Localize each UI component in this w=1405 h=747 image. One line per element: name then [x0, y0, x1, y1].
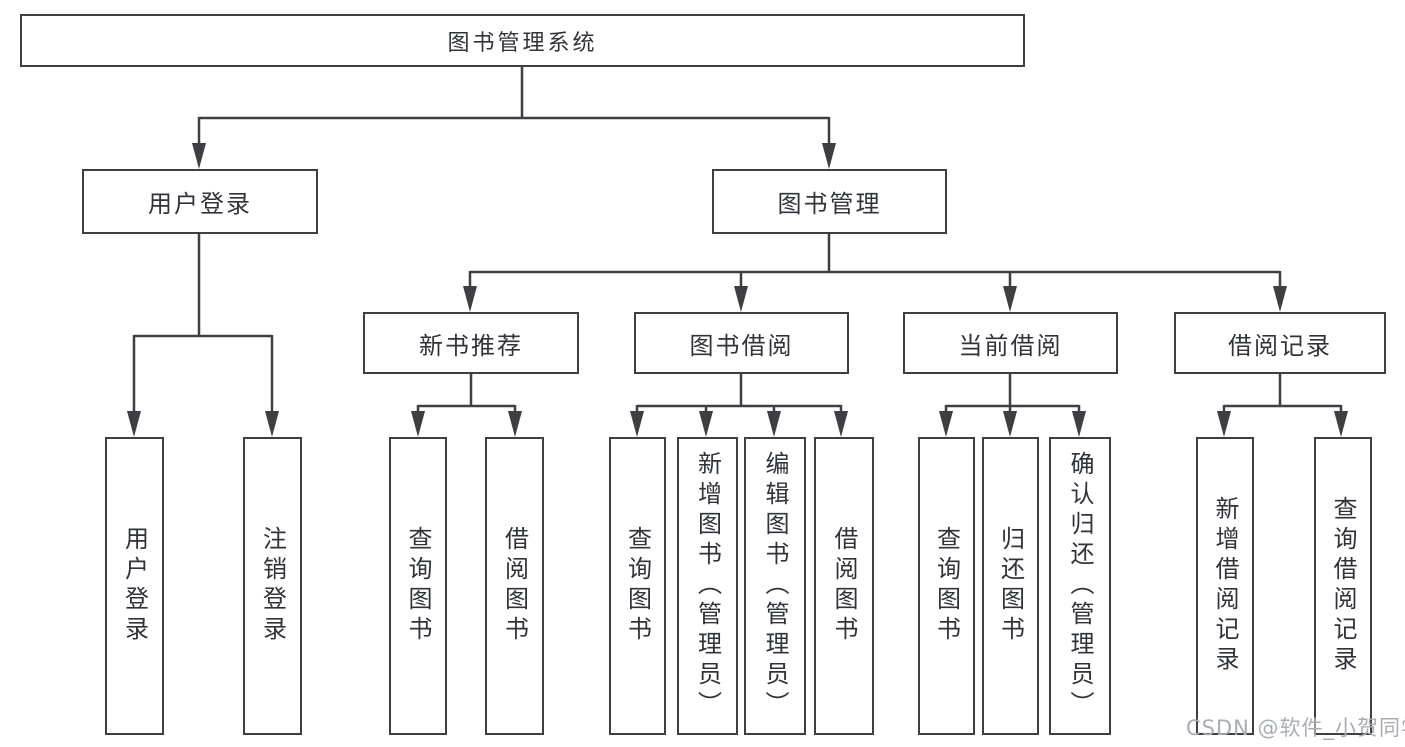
leaf-label: 注销登录	[258, 526, 287, 646]
leaf-label: 编辑图书（管理员）	[761, 451, 789, 721]
node-label: 新书推荐	[419, 331, 523, 360]
node-label: 当前借阅	[958, 331, 1063, 360]
leaf-label: 归还图书	[996, 526, 1025, 646]
arrowheads-level2	[192, 143, 836, 169]
leaf-label: 确认归还（管理员）	[1066, 451, 1094, 721]
node-borrowing-records: 借阅记录	[1174, 312, 1386, 374]
connector-borrowrecords-to-leaves	[1222, 374, 1343, 416]
leaf-label: 查询图书	[623, 526, 652, 646]
leaf-return-books: 归还图书	[982, 437, 1039, 735]
connector-bookmgmt-to-level3	[468, 234, 1282, 292]
leaf-label: 新增图书（管理员）	[693, 451, 722, 721]
leaf-add-borrow-record: 新增借阅记录	[1196, 437, 1254, 735]
leaf-query-books-borrowing: 查询图书	[609, 437, 666, 735]
leaf-query-books-recommend: 查询图书	[389, 437, 447, 735]
node-current-borrowing: 当前借阅	[903, 312, 1118, 374]
node-book-borrowing: 图书借阅	[634, 312, 849, 374]
leaf-label: 查询借阅记录	[1329, 496, 1357, 676]
connector-root-to-level2	[197, 67, 831, 148]
leaf-label: 用户登录	[120, 526, 149, 646]
connector-bookborrow-to-leaves	[635, 374, 843, 416]
arrowheads-leaves	[127, 411, 1348, 437]
node-user-login: 用户登录	[82, 169, 318, 234]
connector-newbooks-to-leaves	[416, 374, 517, 416]
connector-userlogin-to-leaves	[132, 234, 274, 416]
node-root-label: 图书管理系统	[447, 30, 598, 56]
connector-currentborrow-to-leaves	[944, 374, 1081, 416]
leaf-borrow-books-borrowing: 借阅图书	[814, 437, 874, 735]
csdn-watermark: CSDN @软件_小贺同学	[1186, 716, 1405, 740]
leaf-label: 查询图书	[932, 526, 961, 646]
node-label: 图书管理	[777, 190, 882, 218]
leaf-query-borrow-record: 查询借阅记录	[1314, 437, 1372, 735]
leaf-confirm-return-admin: 确认归还（管理员）	[1049, 437, 1111, 735]
leaf-user-login: 用户登录	[105, 437, 164, 735]
leaf-edit-book-admin: 编辑图书（管理员）	[744, 437, 806, 735]
leaf-query-books-current: 查询图书	[918, 437, 975, 735]
leaf-label: 新增借阅记录	[1211, 496, 1239, 676]
node-root-system: 图书管理系统	[20, 14, 1025, 67]
node-label: 用户登录	[148, 190, 252, 218]
leaf-label: 借阅图书	[830, 526, 858, 646]
leaf-add-book-admin: 新增图书（管理员）	[677, 437, 738, 735]
leaf-borrow-books-recommend: 借阅图书	[485, 437, 544, 735]
node-book-management: 图书管理	[712, 169, 947, 234]
node-label: 图书借阅	[689, 331, 794, 360]
node-label: 借阅记录	[1228, 331, 1332, 360]
leaf-label: 借阅图书	[500, 526, 529, 646]
leaf-logout: 注销登录	[243, 437, 302, 735]
node-new-book-recommend: 新书推荐	[363, 312, 579, 374]
leaf-label: 查询图书	[404, 526, 432, 646]
arrowheads-level3	[463, 286, 1287, 312]
